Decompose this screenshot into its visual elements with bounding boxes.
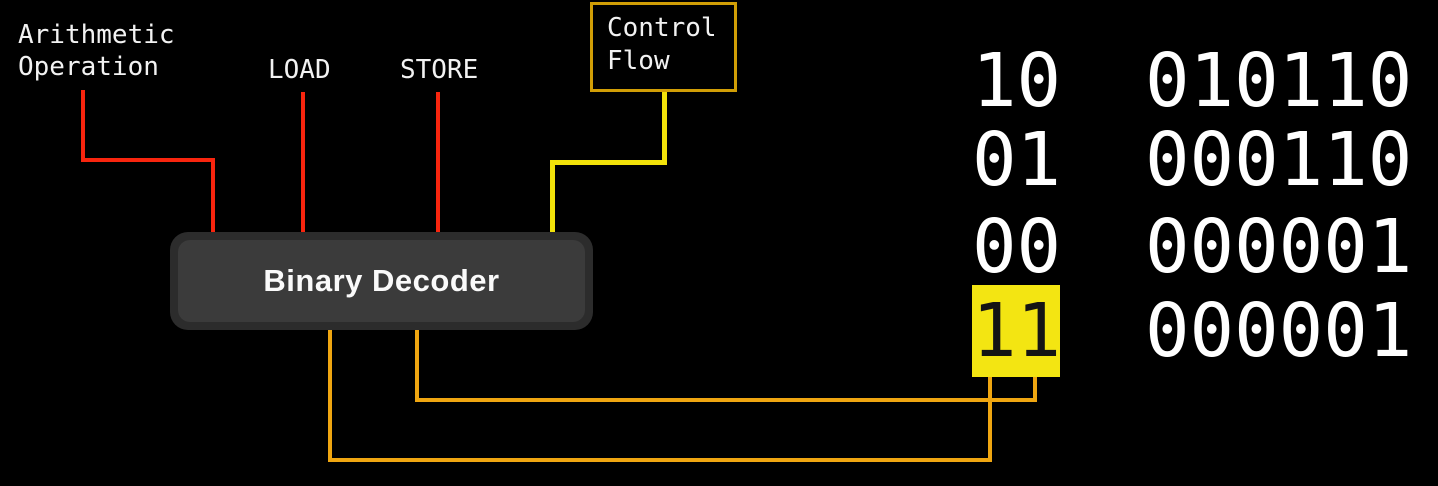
- wire-control-horizontal: [550, 160, 667, 165]
- wire-arithmetic-horizontal: [81, 158, 215, 162]
- code-cell: 010110: [1145, 38, 1413, 124]
- table-row: 11 000001: [972, 285, 1412, 377]
- table-row: 10 010110: [972, 35, 1412, 127]
- wire-control-vertical-top: [662, 92, 667, 165]
- table-row: 01 000110: [972, 114, 1412, 206]
- code-cell: 000001: [1145, 204, 1413, 290]
- wire-output-right-stub: [1033, 377, 1037, 402]
- store-label: STORE: [400, 55, 479, 85]
- wire-arithmetic-vertical-bottom: [211, 158, 215, 234]
- table-row: 00 000001: [972, 201, 1412, 293]
- opcode-cell: 01: [972, 117, 1062, 203]
- wire-output-left-stub: [988, 377, 992, 462]
- binary-decoder-inner: Binary Decoder: [178, 240, 585, 322]
- opcode-cell: 00: [972, 204, 1062, 290]
- wire-arithmetic-vertical-top: [81, 90, 85, 162]
- opcode-cell: 10: [972, 38, 1062, 124]
- opcode-cell-highlighted: 11: [972, 285, 1061, 377]
- code-cell: 000001: [1145, 288, 1413, 374]
- wire-load-vertical: [301, 92, 305, 234]
- wire-store-vertical: [436, 92, 440, 234]
- wire-output-left-vertical: [328, 330, 332, 462]
- wire-output-right-horizontal: [415, 398, 1037, 402]
- arithmetic-operation-label: Arithmetic Operation: [18, 20, 175, 82]
- load-label: LOAD: [268, 55, 331, 85]
- wire-output-right-vertical: [415, 330, 419, 402]
- binary-decoder-box: Binary Decoder: [170, 232, 593, 330]
- control-flow-box: Control Flow: [590, 2, 737, 92]
- binary-decoder-label: Binary Decoder: [263, 263, 500, 298]
- control-flow-label: Control Flow: [607, 13, 717, 76]
- code-cell: 000110: [1145, 117, 1413, 203]
- wire-output-left-horizontal: [328, 458, 992, 462]
- wire-control-vertical-bottom: [550, 160, 555, 234]
